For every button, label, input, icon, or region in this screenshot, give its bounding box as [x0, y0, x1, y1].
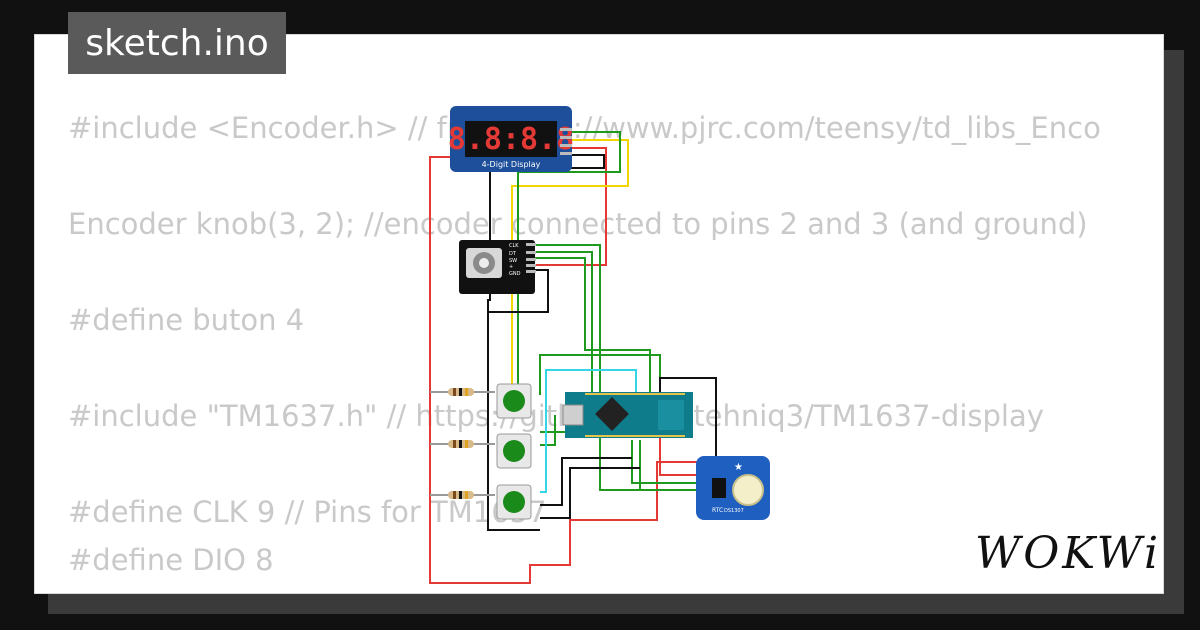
nano-pin-headers: [585, 393, 685, 437]
wire-red-rtc: [659, 438, 700, 476]
display-pin-header: [560, 128, 572, 155]
code-line: Encoder knob(3, 2); //encoder connected …: [68, 207, 1088, 241]
resistor[interactable]: [430, 491, 495, 499]
encoder-pins: CLK DT SW + GND: [509, 243, 536, 277]
star-logo-icon: ★: [734, 462, 743, 473]
wire-green-enc1: [535, 244, 700, 491]
microcontroller-chip: [595, 397, 629, 431]
file-tab-label: sketch.ino: [85, 22, 269, 64]
wire-black-enc: [488, 269, 549, 313]
display-label: 4-Digit Display: [482, 160, 541, 169]
rtc-chip: [712, 478, 726, 498]
rotary-encoder[interactable]: CLK DT SW + GND: [459, 240, 536, 294]
encoder-knob-icon: [479, 258, 489, 268]
resistor[interactable]: [430, 388, 495, 396]
file-tab[interactable]: sketch.ino: [68, 12, 286, 74]
wire-green-enc3: [535, 257, 651, 392]
wire-black-top: [487, 154, 605, 531]
pushbutton[interactable]: [496, 484, 532, 520]
seven-segment-display[interactable]: 8.8:8.8 4-Digit Display: [448, 106, 574, 172]
encoder-pin-label: GND: [509, 271, 521, 277]
wire-black-btn: [540, 457, 632, 506]
arduino-nano-board[interactable]: [562, 392, 693, 438]
encoder-pin-label: CLK: [509, 243, 519, 249]
wire-cyan: [540, 369, 637, 493]
encoder-pin-label: DT: [509, 251, 517, 257]
encoder-pin-label: SW: [509, 258, 517, 264]
pushbutton[interactable]: [496, 433, 532, 469]
wire-black-btn3: [540, 467, 640, 519]
wire-green-btn1: [539, 354, 661, 395]
wire-green-rtc2: [639, 440, 700, 491]
wires: [429, 131, 717, 584]
wire-green-rtc1: [631, 440, 700, 484]
resistor[interactable]: [430, 440, 495, 448]
rtc-label: RTC: [712, 507, 723, 514]
coin-battery-icon: [732, 474, 764, 506]
encoder-pin-label: +: [509, 264, 513, 270]
rtc-chip-label: DS1307: [724, 508, 744, 514]
display-digits: 8.8:8.8: [448, 122, 574, 157]
wokwi-logo[interactable]: WOKWi: [975, 528, 1162, 579]
pushbutton[interactable]: [496, 383, 532, 419]
code-line: #define DIO 8: [68, 543, 274, 577]
rtc-module[interactable]: RTC DS1307 ★: [696, 456, 770, 520]
usb-port-icon: [562, 404, 584, 426]
code-line: #define buton 4: [68, 303, 305, 337]
wire-green-btn2: [540, 415, 556, 446]
wire-red-top: [535, 147, 607, 266]
